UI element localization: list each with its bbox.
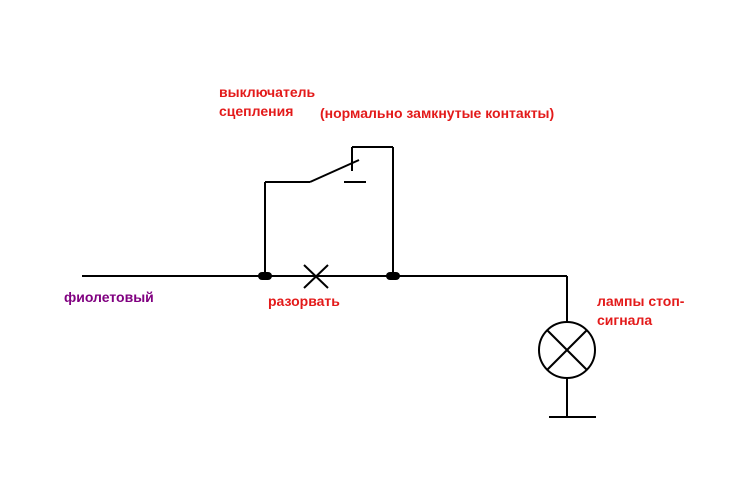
junction-right xyxy=(386,272,400,280)
contacts-note: (нормально замкнутые контакты) xyxy=(320,105,555,121)
lamps-label-line2: сигнала xyxy=(597,312,653,328)
switch-blade xyxy=(309,159,360,183)
cut-mark-b xyxy=(303,264,329,289)
lamps-label-line1: лампы стоп- xyxy=(597,293,685,309)
switch-label-line1: выключатель xyxy=(219,84,316,100)
wire-color-label: фиолетовый xyxy=(64,289,154,305)
lamp-cross-b xyxy=(546,329,588,371)
cut-label: разорвать xyxy=(268,293,340,309)
junction-left xyxy=(258,272,272,280)
switch-label-line2: сцепления xyxy=(219,103,294,119)
